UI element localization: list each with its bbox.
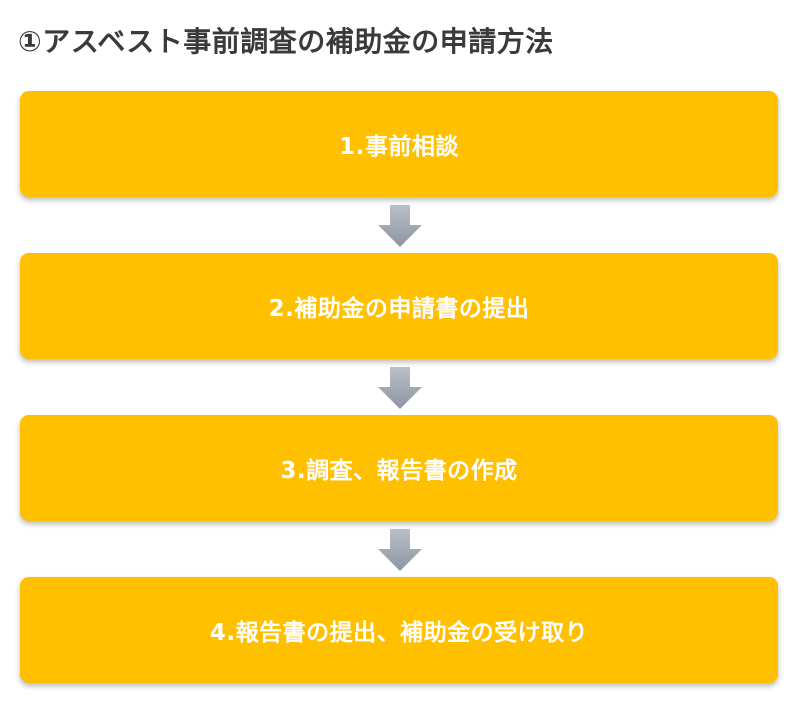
step-label-2: 2.補助金の申請書の提出 bbox=[268, 296, 530, 322]
down-arrow-icon bbox=[378, 205, 422, 247]
step-box-3: 3.調査、報告書の作成 bbox=[20, 415, 778, 521]
step-box-4: 4.報告書の提出、補助金の受け取り bbox=[20, 577, 778, 683]
step-label-3: 3.調査、報告書の作成 bbox=[280, 458, 518, 484]
page-title: ①アスベスト事前調査の補助金の申請方法 bbox=[18, 25, 554, 58]
down-arrow-icon bbox=[378, 367, 422, 409]
step-box-1: 1.事前相談 bbox=[20, 91, 778, 197]
down-arrow-icon bbox=[378, 529, 422, 571]
step-label-1: 1.事前相談 bbox=[339, 134, 459, 160]
step-label-4: 4.報告書の提出、補助金の受け取り bbox=[209, 620, 589, 646]
step-box-2: 2.補助金の申請書の提出 bbox=[20, 253, 778, 359]
